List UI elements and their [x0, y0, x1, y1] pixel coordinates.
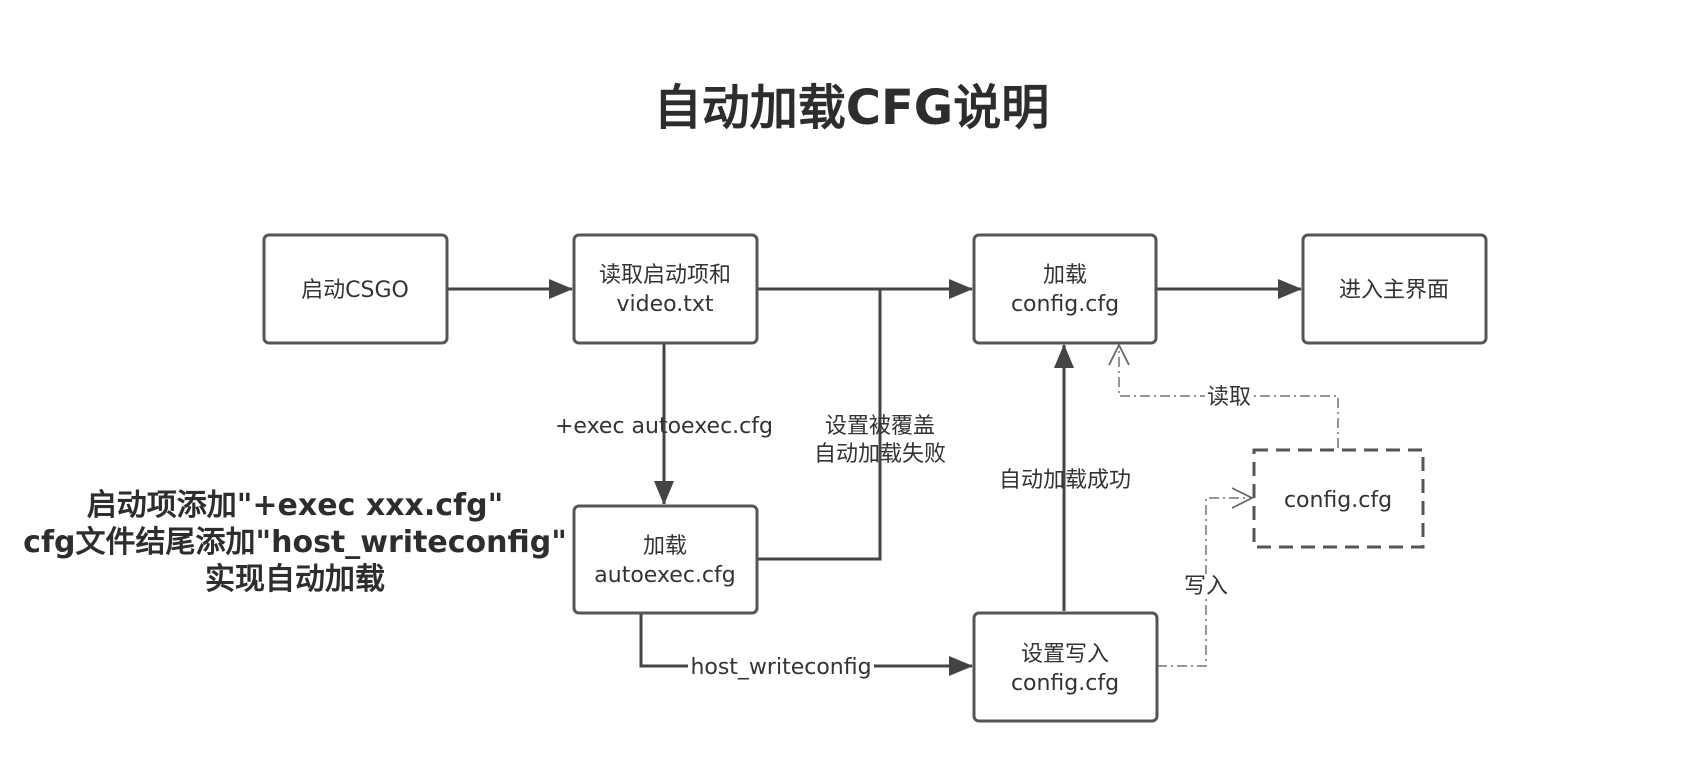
node-config-file: config.cfg — [1252, 448, 1425, 549]
edge-label-read: 读取 — [1207, 385, 1251, 410]
edge-autoexec-overwritten — [757, 289, 882, 561]
node-set-write-line-1: 设置写入 — [1021, 642, 1109, 667]
node-read-launch-line-1: 读取启动项和 — [599, 263, 731, 288]
node-start-csgo: 启动CSGO — [262, 233, 449, 345]
edge-label-overwritten-line-2: 自动加载失败 — [814, 442, 946, 467]
node-start-csgo-label: 启动CSGO — [301, 278, 409, 303]
edge-label-exec-autoexec: +exec autoexec.cfg — [555, 414, 773, 439]
page-title: 自动加载CFG说明 — [653, 80, 1050, 136]
node-set-write-config: 设置写入 config.cfg — [972, 611, 1159, 723]
node-load-autoexec: 加载 autoexec.cfg — [572, 504, 759, 615]
node-load-autoexec-line-1: 加载 — [643, 534, 687, 559]
node-read-launch-options: 读取启动项和 video.txt — [572, 233, 759, 345]
edge-label-overwritten-line-1: 设置被覆盖 — [825, 414, 935, 439]
node-read-launch-line-2: video.txt — [617, 292, 714, 317]
node-set-write-line-2: config.cfg — [1011, 671, 1119, 696]
node-load-config: 加载 config.cfg — [972, 233, 1158, 345]
note-line-2: cfg文件结尾添加"host_writeconfig" — [23, 525, 567, 560]
edge-label-host-writeconfig: host_writeconfig — [690, 655, 871, 680]
node-load-config-line-2: config.cfg — [1011, 292, 1119, 317]
node-main-menu: 进入主界面 — [1301, 233, 1488, 345]
node-load-config-line-1: 加载 — [1043, 263, 1087, 288]
edge-label-write: 写入 — [1184, 574, 1228, 599]
node-config-file-label: config.cfg — [1284, 488, 1392, 513]
annotation-note: 启动项添加"+exec xxx.cfg" cfg文件结尾添加"host_writ… — [0, 487, 590, 598]
note-line-1: 启动项添加"+exec xxx.cfg" — [86, 488, 504, 523]
node-main-menu-label: 进入主界面 — [1339, 278, 1449, 303]
node-load-autoexec-line-2: autoexec.cfg — [594, 563, 735, 588]
note-line-3: 实现自动加载 — [205, 562, 385, 597]
edge-set-write-to-file — [1157, 498, 1252, 667]
edge-labels: +exec autoexec.cfg 设置被覆盖 自动加载失败 自动加载成功 h… — [555, 384, 1253, 680]
edge-label-autoload-success: 自动加载成功 — [999, 468, 1131, 493]
